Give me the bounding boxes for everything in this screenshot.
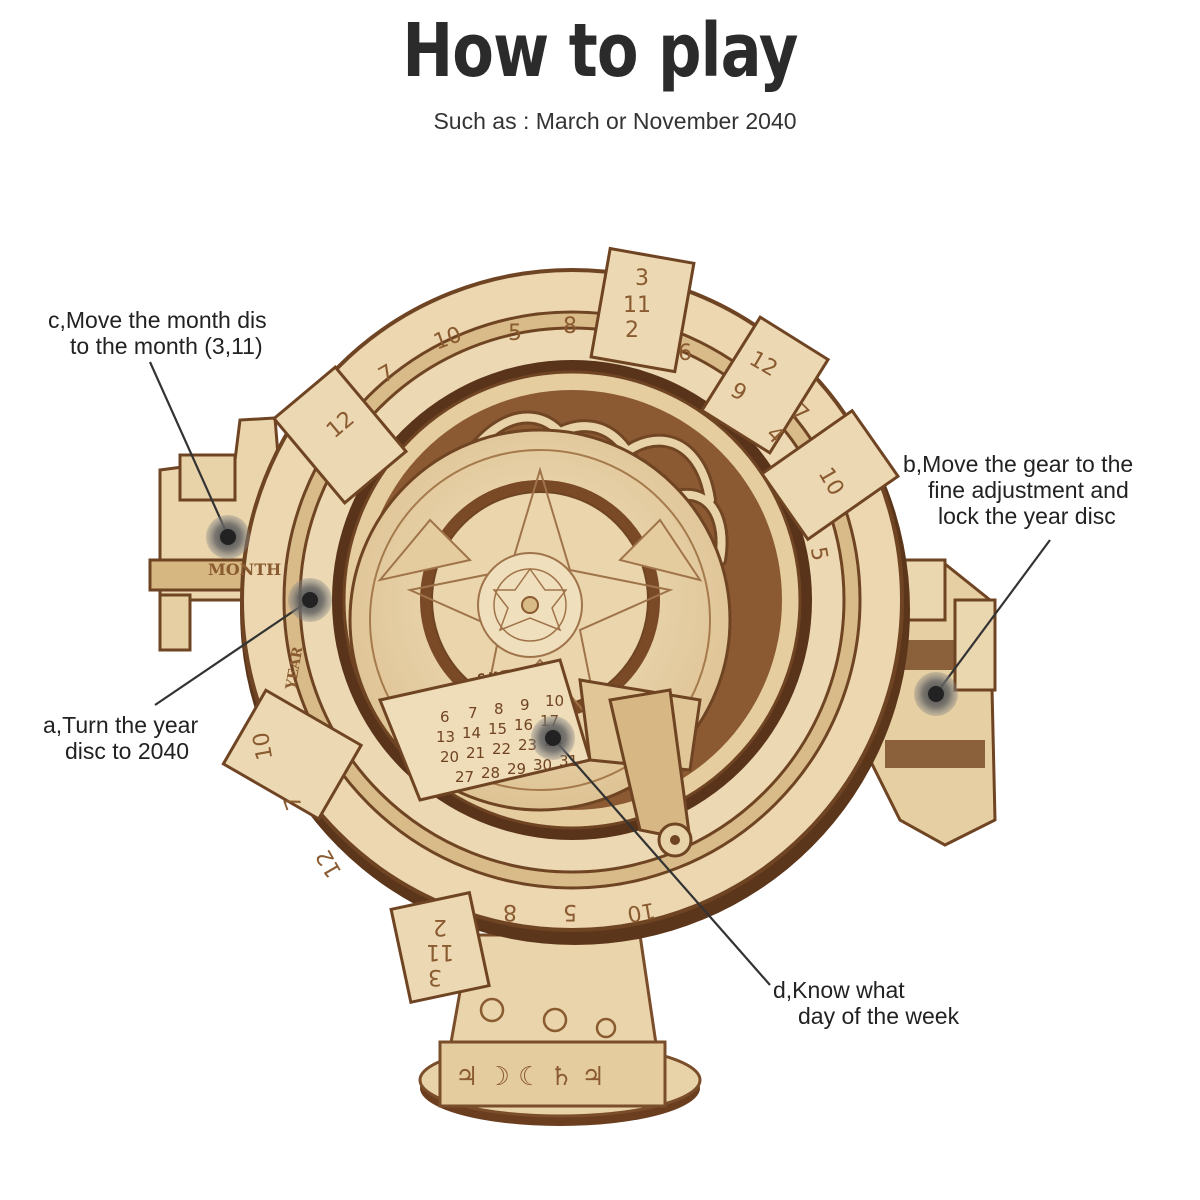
month-label: MONTH bbox=[208, 560, 281, 579]
day-number: 16 bbox=[514, 716, 533, 734]
callout-markers bbox=[206, 515, 958, 760]
callout-b-line1: b,Move the gear to the bbox=[903, 451, 1134, 477]
day-number: 28 bbox=[481, 764, 500, 782]
ring-numeral: 5 bbox=[805, 545, 832, 563]
day-number: 9 bbox=[520, 696, 530, 714]
ring-numeral: 2 bbox=[433, 914, 447, 939]
ring-numeral: 3 bbox=[428, 964, 442, 989]
callout-b: b,Move the gear to the fine adjustment a… bbox=[903, 451, 1133, 529]
day-number: 15 bbox=[488, 720, 507, 738]
callout-d-line1: d,Know what bbox=[773, 977, 905, 1003]
ring-numeral: 11 bbox=[426, 939, 454, 964]
ring-numeral: 6 bbox=[678, 341, 692, 366]
callout-a-line2: disc to 2040 bbox=[65, 738, 190, 764]
callout-b-line2: fine adjustment and bbox=[928, 477, 1129, 503]
ring-numeral: 11 bbox=[623, 293, 651, 318]
day-number: 22 bbox=[492, 740, 511, 758]
ring-numeral: 8 bbox=[503, 899, 517, 924]
page-title: How to play bbox=[402, 8, 798, 94]
month-tabs bbox=[221, 246, 901, 1005]
day-number: 27 bbox=[455, 768, 474, 786]
day-number: 13 bbox=[436, 728, 455, 746]
page-subtitle: Such as : March or November 2040 bbox=[433, 108, 797, 134]
callout-b-line3: lock the year disc bbox=[938, 503, 1116, 529]
ring-numeral: 5 bbox=[563, 899, 577, 924]
callout-c-line2: to the month (3,11) bbox=[70, 333, 263, 359]
ring-numeral: 5 bbox=[508, 321, 522, 346]
day-number: 10 bbox=[545, 692, 564, 710]
callout-d-line2: day of the week bbox=[798, 1003, 960, 1029]
callout-c-line1: c,Move the month dis bbox=[48, 307, 267, 333]
day-number: 29 bbox=[507, 760, 526, 778]
ring-numeral: 10 bbox=[249, 730, 278, 762]
year-label: YEAR bbox=[283, 645, 306, 692]
ring-numeral: 8 bbox=[563, 314, 577, 339]
callout-d: d,Know what day of the week bbox=[773, 977, 959, 1029]
ring-numeral: 2 bbox=[625, 318, 639, 343]
day-number-grid: 6 7 8 9 10 13 14 15 16 17 20 21 22 23 24… bbox=[436, 692, 578, 786]
day-number: 8 bbox=[494, 700, 504, 718]
callout-a-line1: a,Turn the year bbox=[43, 712, 199, 738]
ring-numeral: 10 bbox=[625, 897, 657, 926]
callout-c: c,Move the month dis to the month (3,11) bbox=[48, 307, 267, 359]
day-number: 20 bbox=[440, 748, 459, 766]
day-number: 6 bbox=[440, 708, 450, 726]
day-number: 21 bbox=[466, 744, 485, 762]
day-number: 14 bbox=[462, 724, 481, 742]
day-number: 30 bbox=[533, 756, 552, 774]
svg-text:♃ ☽ ☾ ♄ ♃: ♃ ☽ ☾ ♄ ♃ bbox=[455, 1062, 605, 1092]
callout-a: a,Turn the year disc to 2040 bbox=[43, 712, 198, 764]
day-number: 7 bbox=[468, 704, 478, 722]
date-slider bbox=[377, 658, 702, 842]
ring-numeral: 3 bbox=[635, 266, 649, 291]
callout-lines bbox=[148, 361, 1051, 986]
